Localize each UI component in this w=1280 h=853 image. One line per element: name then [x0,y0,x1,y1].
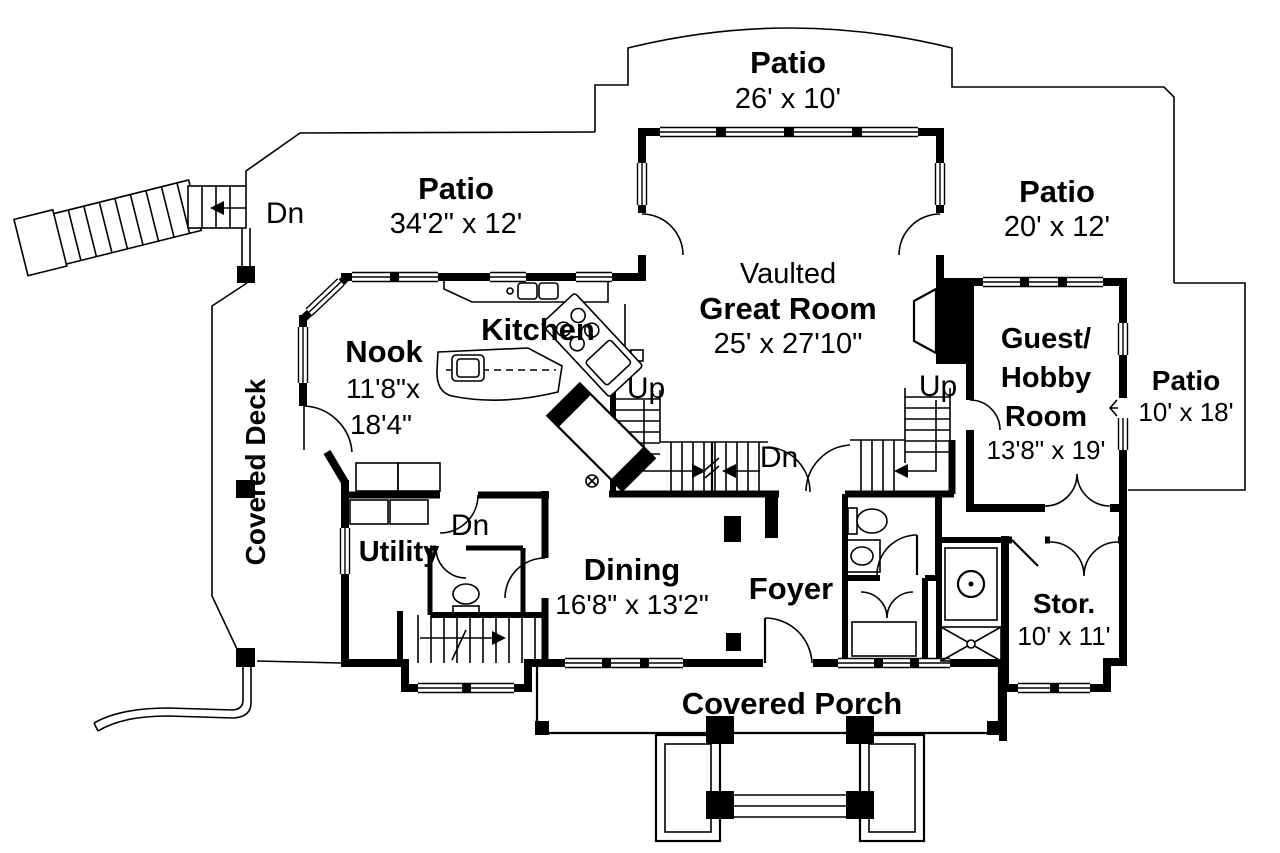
great-room-label: Great Room [699,291,876,326]
main-up-label: Up [627,372,665,405]
kitchen-label: Kitchen [481,312,595,347]
guest-label-1: Guest/ [1001,323,1091,355]
stair-hall-door [767,446,811,493]
porch-column [706,791,734,819]
covered-porch-label: Covered Porch [682,686,903,721]
patio-side-dims: 10' x 18' [1138,397,1233,427]
garden-path [93,667,252,732]
doors [303,213,1119,664]
patio-outlines [245,27,1246,491]
powder-door [435,547,467,579]
hall-closet-doors [860,591,914,619]
great-room-prefix: Vaulted [740,258,836,290]
patio-right-label: Patio [1019,174,1095,209]
sink [850,546,874,566]
porch-column [846,716,874,744]
bath-fixtures [846,507,1002,662]
patio-right-dims: 20' x 12' [1004,211,1110,243]
patio-left-dims: 34'2" x 12' [390,208,523,240]
storage-dims: 10' x 11' [1017,621,1110,651]
wall-stub [726,633,741,651]
deck-post [236,648,255,667]
cooktop [541,293,643,397]
chimney-chase [545,381,657,493]
basement-staircase [417,615,536,663]
patio-door-mark [1108,399,1118,417]
entry-steps [654,716,926,843]
stair-labels: Dn Up Dn Up Dn [266,197,957,542]
great-room-dims: 25' x 27'10" [714,328,863,360]
patio-top-label: Patio [750,45,826,80]
up-arrow [902,400,937,472]
water-heater-platform [944,547,998,621]
island-sink [451,354,485,382]
great-room-right-door [898,213,941,256]
patio-left-label: Patio [418,171,494,206]
foyer-label: Foyer [749,571,833,606]
covered-deck-label: Covered Deck [240,378,271,565]
porch-column [706,716,734,744]
guest-entry-door [969,399,1001,431]
cabinet [355,462,399,492]
utility-fixtures [349,462,480,616]
powder-toilet [452,583,480,605]
basement-dn-label: Dn [451,509,489,542]
right-hall-door [805,444,851,492]
right-staircase [850,388,951,492]
deck-stairs [12,179,251,277]
nook-deck-door [303,405,353,453]
porch-column [846,791,874,819]
guest-label-2: Hobby [1001,362,1091,394]
dryer [389,499,429,525]
nook-dims-2: 18'4" [350,409,412,440]
nook-dims-1: 11'8"x [346,373,420,404]
toilet [856,508,888,534]
exterior-walls [299,128,1127,741]
dining-dims: 16'8" x 13'2" [555,589,709,620]
guest-closet-doors [1044,473,1111,507]
vanity [846,539,881,573]
kitchen-sink [517,282,538,300]
storage-label: Stor. [1033,588,1095,619]
room-labels: Patio 26' x 10' Patio 34'2" x 12' Patio … [240,45,1234,721]
kitchen-counter [443,281,609,303]
deck-dn-label: Dn [266,197,304,230]
patio-side-label: Patio [1152,365,1220,396]
up-arrow [643,400,698,472]
guest-label-3: Room [1005,401,1087,433]
storage-doors [1049,541,1119,577]
nook-label: Nook [345,334,423,369]
closet-floor [851,621,917,657]
washer [349,499,389,525]
dining-utility-door [504,557,546,599]
fireplace [912,280,972,364]
deck-post [237,266,255,283]
great-room-left-door [641,213,684,256]
front-door-swing [764,617,813,664]
utility-door [439,494,479,534]
bath-door-swing [876,534,918,576]
dining-label: Dining [584,552,680,587]
patio-top-dims: 26' x 10' [735,83,841,115]
right-up-label: Up [919,370,957,403]
storage-entry-leaf [1011,539,1039,567]
deck-post [236,480,255,498]
wall-stub [724,516,741,542]
main-dn-label: Dn [760,441,798,474]
kitchen-fixtures [436,281,643,401]
deck-outline [93,266,342,732]
cabinet [397,462,441,492]
toilet-tank [847,507,858,535]
guest-dims: 13'8" x 19' [987,435,1106,465]
shower-pan [940,626,1002,662]
utility-label: Utility [359,536,440,568]
windows [297,126,1129,694]
